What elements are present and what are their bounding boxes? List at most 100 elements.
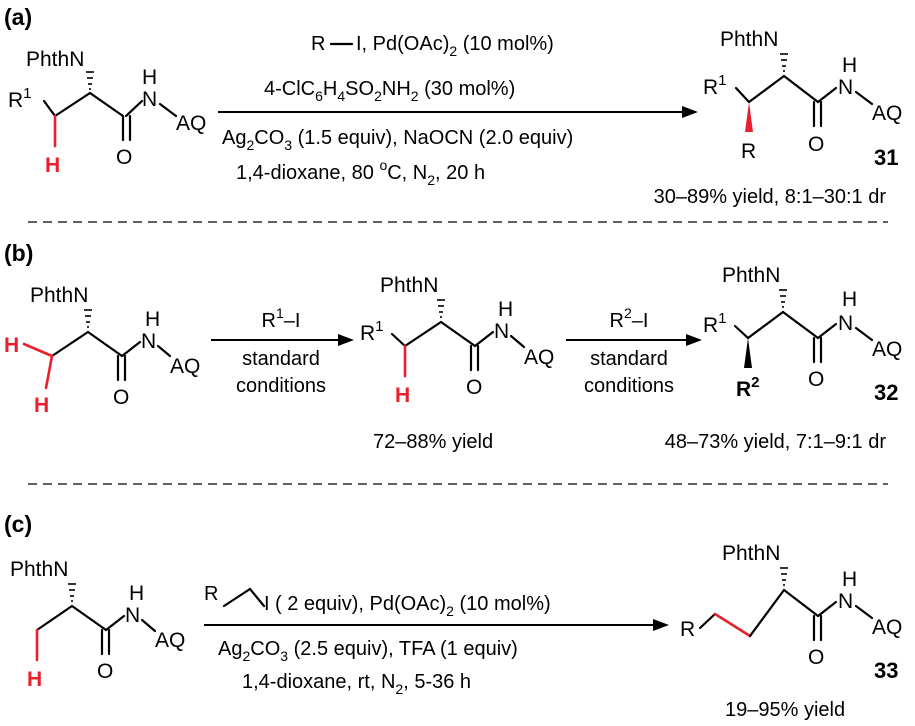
r1-label: R1 <box>703 310 727 337</box>
phthn-label: PhthN <box>722 542 780 565</box>
h-atom-highlight: H <box>27 668 42 691</box>
nh-hydrogen-label: H <box>842 568 857 591</box>
condition-line-3: 1,4-dioxane, rt, N2, 5-36 h <box>242 671 471 697</box>
oxygen-label: O <box>466 376 482 399</box>
panel-a-product: PhthN R1 R O H N AQ 31 <box>703 28 902 170</box>
hashed-wedge <box>84 309 92 328</box>
bond <box>473 330 495 348</box>
panel-b-step2-conditions: R2–I standard conditions <box>584 305 674 397</box>
bond <box>70 604 108 632</box>
bond <box>816 322 838 340</box>
phthn-label: PhthN <box>26 48 84 71</box>
phthn-label: PhthN <box>720 28 778 51</box>
reagent-label: R1–I <box>262 305 301 332</box>
panel-b-starting-material: PhthN H H O H N AQ <box>4 284 200 417</box>
bond <box>86 330 124 358</box>
panel-c-label: (c) <box>4 511 32 537</box>
bond <box>734 86 751 104</box>
nh-hydrogen-label: H <box>842 288 857 311</box>
bond <box>222 587 252 608</box>
aq-label: AQ <box>872 616 902 639</box>
arrowhead <box>686 334 702 346</box>
condition-reagent-i: I <box>264 593 270 615</box>
hashed-wedge <box>780 53 788 72</box>
condition-line-1: R <box>311 33 325 55</box>
r-label: R <box>741 140 756 163</box>
condition-reagent-r: R <box>204 583 218 605</box>
h-atom-highlight: H <box>4 334 19 357</box>
bond <box>733 324 750 340</box>
nh-hydrogen-label: H <box>498 298 513 321</box>
arrowhead <box>682 106 698 118</box>
bond <box>35 604 74 632</box>
condition-line-1: ( 2 equiv), Pd(OAc)2 (10 mol%) <box>275 593 551 619</box>
bond <box>140 618 157 633</box>
r2-label: R2 <box>736 374 760 401</box>
bond <box>698 612 717 630</box>
bond <box>124 99 144 118</box>
nh-hydrogen-label: H <box>129 582 144 605</box>
hashed-wedge <box>68 583 76 602</box>
nh-nitrogen-label: N <box>838 76 853 99</box>
aq-label: AQ <box>524 346 554 369</box>
panel-c-yield: 19–95% yield <box>725 699 845 721</box>
oxygen-label: O <box>113 386 129 409</box>
bond <box>854 90 874 106</box>
oxygen-label: O <box>97 660 113 683</box>
panel-b-yield: 48–73% yield, 7:1–9:1 dr <box>665 431 887 453</box>
bond <box>782 74 820 104</box>
panel-c-starting-material: PhthN H O H N AQ <box>10 558 185 691</box>
bond <box>88 91 125 118</box>
cc-bond-highlight <box>713 612 752 638</box>
bond <box>854 326 874 342</box>
bond <box>509 334 526 349</box>
wedge-bond <box>744 338 752 368</box>
aq-label: AQ <box>155 629 185 652</box>
compound-number: 32 <box>874 380 898 405</box>
bond <box>104 614 126 632</box>
reagent-label: R2–I <box>610 305 649 332</box>
nh-hydrogen-label: H <box>142 66 157 89</box>
ch-bond-highlight <box>44 354 54 390</box>
nh-nitrogen-label: N <box>494 320 509 343</box>
ch-bond-highlight <box>22 342 54 358</box>
bond <box>156 344 172 358</box>
hashed-wedge <box>86 71 94 90</box>
panel-b-label: (b) <box>4 240 33 266</box>
nh-nitrogen-label: N <box>125 604 140 627</box>
bond <box>390 332 407 348</box>
bond <box>42 99 57 118</box>
nh-nitrogen-label: N <box>838 590 853 613</box>
compound-number: 33 <box>874 658 898 683</box>
bond <box>120 340 142 358</box>
condition-line: conditions <box>236 375 326 397</box>
oxygen-label: O <box>808 646 824 669</box>
panel-b-step1-conditions: R1–I standard conditions <box>236 305 326 397</box>
aq-label: AQ <box>872 102 902 125</box>
r1-label: R1 <box>703 72 727 99</box>
oxygen-label: O <box>116 146 132 169</box>
phthn-label: PhthN <box>30 284 88 307</box>
phthn-label: PhthN <box>380 274 438 297</box>
h-atom-highlight: H <box>395 384 410 407</box>
bond <box>403 320 443 348</box>
panel-c-conditions: R I ( 2 equiv), Pd(OAc)2 (10 mol%) Ag2CO… <box>204 583 551 697</box>
nh-nitrogen-label: N <box>142 88 157 111</box>
panel-a-yield: 30–89% yield, 8:1–30:1 dr <box>654 186 887 208</box>
r1-label: R1 <box>360 318 384 345</box>
bond <box>747 74 786 104</box>
bond <box>781 310 820 340</box>
hashed-wedge <box>779 289 787 308</box>
oxygen-label: O <box>808 368 824 391</box>
phthn-label: PhthN <box>722 264 780 287</box>
condition-line-2: Ag2CO3 (2.5 equiv), TFA (1 equiv) <box>218 638 518 664</box>
condition-line-4: 1,4-dioxane, 80 oC, N2, 20 h <box>236 157 485 188</box>
aq-label: AQ <box>872 338 902 361</box>
bond <box>746 310 785 340</box>
condition-line-1b: I, Pd(OAc)2 (10 mol%) <box>356 33 554 59</box>
bond <box>158 102 178 118</box>
nh-hydrogen-label: H <box>842 54 857 77</box>
bond <box>439 320 477 348</box>
condition-line-2: 4-ClC6H4SO2NH2 (30 mol%) <box>264 78 515 104</box>
r-label: R <box>680 618 695 641</box>
